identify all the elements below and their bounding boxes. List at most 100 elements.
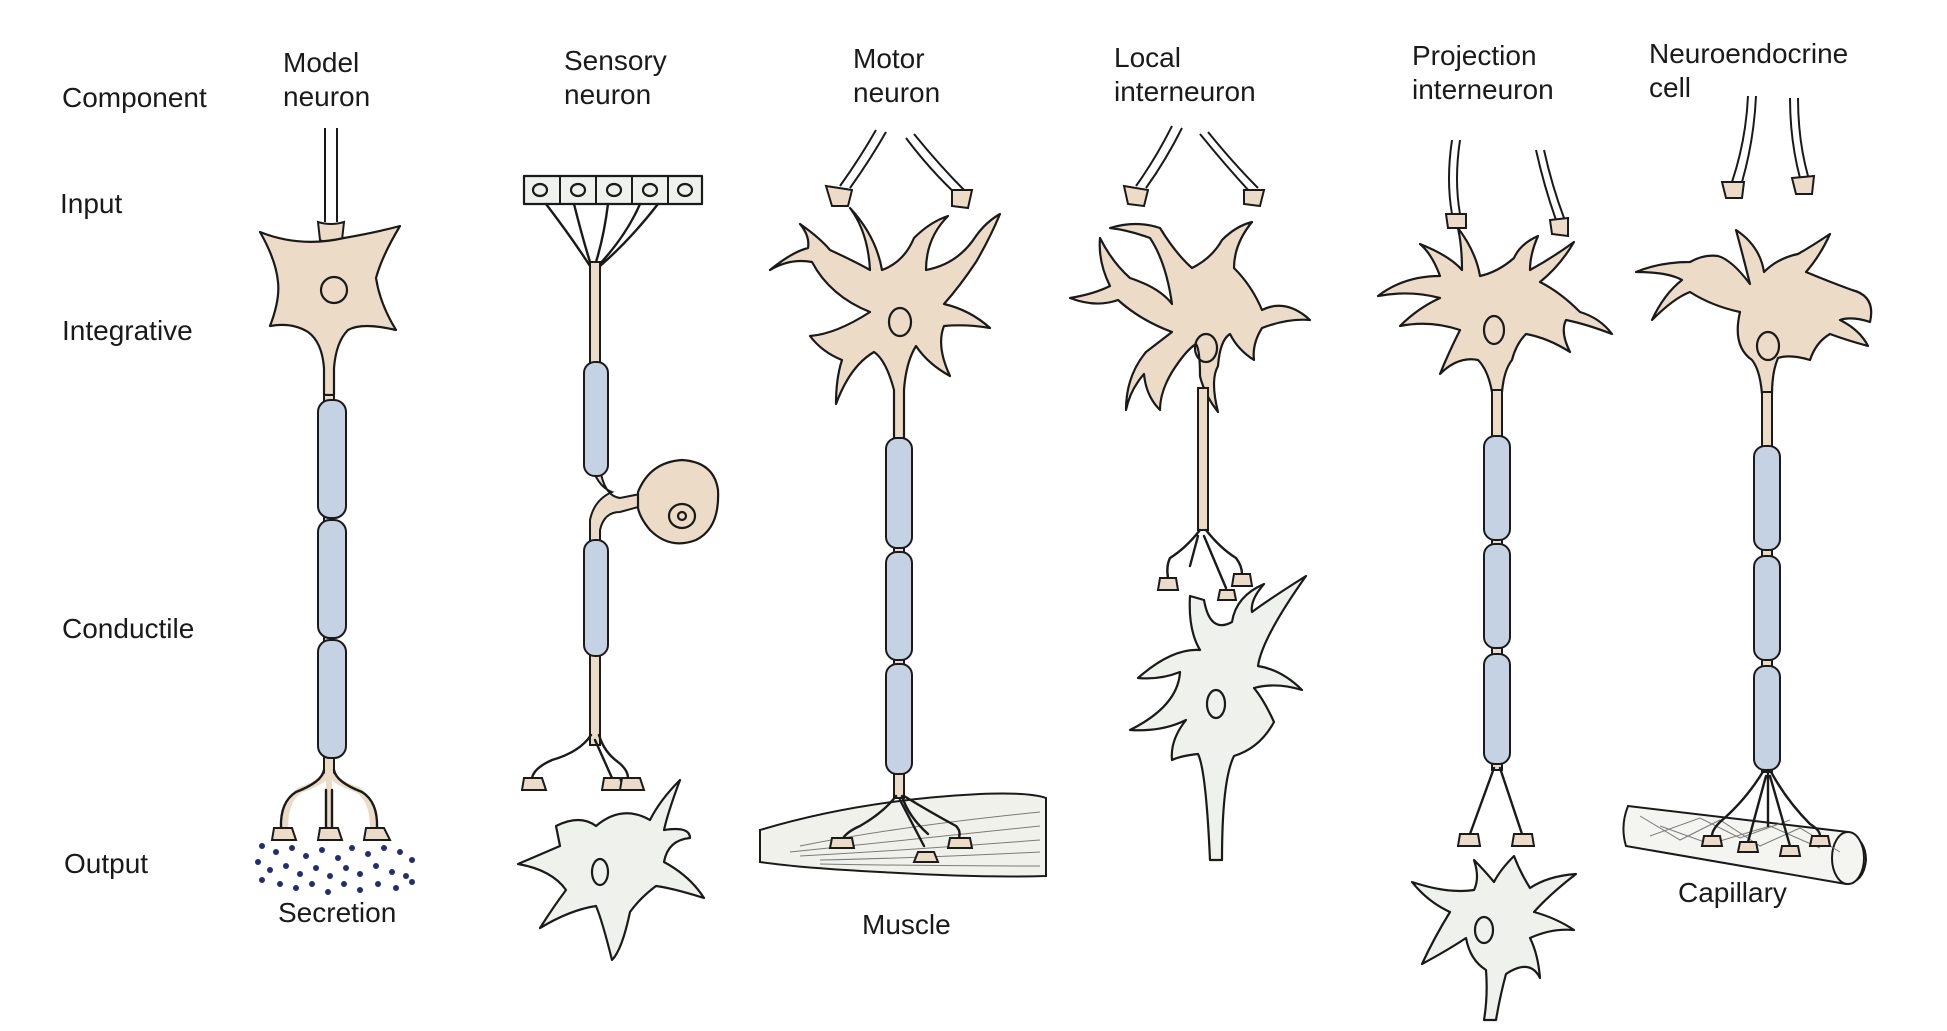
- secretion-dots: [255, 843, 415, 895]
- sensory-myelin-segment: [583, 361, 609, 477]
- column-header-projection-line1: Projection: [1412, 40, 1537, 71]
- neuroendocrine-input-terminal: [1720, 181, 1746, 199]
- projection-myelin-segment: [1483, 653, 1511, 765]
- neuroendocrine-terminal: [1808, 835, 1832, 847]
- output-label-muscle: Muscle: [862, 909, 951, 940]
- model-input-fiber: [324, 128, 338, 222]
- output-label-secretion: Secretion: [278, 897, 396, 928]
- motor-input-terminal: [951, 189, 974, 210]
- neuroendocrine-nucleus: [1755, 330, 1781, 362]
- column-header-sensory-line1: Sensory: [564, 45, 667, 76]
- sensory-receptor-epithelium: [522, 174, 704, 206]
- projection-input-terminal: [1444, 213, 1467, 229]
- sensory-terminal: [520, 777, 548, 791]
- sensory-axon-branches: [530, 733, 630, 780]
- column-header-model-line2: neuron: [283, 81, 370, 112]
- local-interneuron: [1068, 125, 1312, 862]
- model-neuron: Secretion: [255, 128, 415, 928]
- sensory-terminal: [618, 777, 646, 791]
- neuroendocrine-cell-body: [1634, 228, 1873, 396]
- column-header-motor-line2: neuron: [853, 77, 940, 108]
- column-header-sensory-line2: neuron: [564, 79, 651, 110]
- projection-target-nucleus: [1473, 915, 1495, 945]
- column-header-model-line1: Model: [283, 47, 359, 78]
- row-label-input: Input: [60, 188, 122, 219]
- sensory-target-neuron: [516, 778, 706, 962]
- projection-myelin-segment: [1483, 543, 1511, 649]
- column-header-motor-line1: Motor: [853, 43, 925, 74]
- sensory-myelin-segment: [583, 539, 609, 657]
- local-terminal: [1216, 589, 1238, 601]
- projection-myelin-segment: [1483, 435, 1511, 541]
- motor-neuron: Muscle: [759, 129, 1047, 940]
- model-axon-branches: [282, 767, 376, 831]
- motor-nucleus: [887, 306, 913, 338]
- neuroendocrine-input-terminal: [1790, 174, 1816, 195]
- sensory-cell-body: [636, 458, 720, 545]
- projection-nucleus: [1482, 314, 1506, 346]
- neuroendocrine-myelin-segment: [1753, 555, 1781, 661]
- sensory-axon: [589, 261, 644, 746]
- model-terminal: [270, 827, 298, 841]
- projection-axon-branches: [1468, 766, 1524, 836]
- column-header-neuroendocrine-line2: cell: [1649, 72, 1691, 103]
- local-target-nucleus: [1205, 688, 1227, 720]
- row-label-output: Output: [64, 848, 148, 879]
- sensory-neuron: [516, 174, 720, 962]
- local-cell-body: [1068, 220, 1312, 414]
- row-label-integrative: Integrative: [62, 315, 193, 346]
- neuroendocrine-axon-branches: [1710, 768, 1822, 848]
- motor-input-terminal: [824, 184, 854, 207]
- projection-input-terminal: [1548, 216, 1569, 238]
- local-axon-branches: [1166, 528, 1244, 590]
- projection-cell-body: [1376, 226, 1614, 394]
- motor-input-fibers: [839, 129, 967, 197]
- neuroendocrine-terminal: [1736, 841, 1760, 853]
- sensory-dendrite-endings: [544, 202, 660, 268]
- motor-myelin-segment: [885, 551, 913, 661]
- motor-cell-body: [768, 206, 1002, 442]
- local-input-fibers: [1135, 125, 1259, 193]
- sensory-target-nucleus: [590, 857, 610, 887]
- sensory-nucleus: [667, 502, 697, 530]
- model-myelin-segment: [317, 639, 347, 759]
- local-terminal: [1230, 573, 1254, 587]
- column-header-local-line1: Local: [1114, 42, 1181, 73]
- local-input-terminal: [1122, 184, 1150, 208]
- projection-input-fibers: [1448, 139, 1565, 221]
- muscle: [759, 792, 1047, 878]
- model-myelin-segment: [317, 519, 347, 639]
- neuroendocrine-myelin-segment: [1753, 665, 1781, 771]
- motor-myelin-segment: [885, 437, 913, 549]
- local-axon: [1197, 387, 1209, 531]
- model-nucleus: [319, 275, 349, 305]
- row-label-component: Component: [62, 82, 207, 113]
- column-header-local-line2: interneuron: [1114, 76, 1256, 107]
- projection-terminal: [1456, 833, 1482, 847]
- column-header-projection-line2: interneuron: [1412, 74, 1554, 105]
- neuroendocrine-input-fibers: [1731, 95, 1809, 183]
- projection-target-neuron: [1410, 854, 1578, 1022]
- neuroendocrine-terminal: [1778, 845, 1802, 857]
- local-input-terminal: [1243, 189, 1266, 208]
- neuroendocrine-terminal: [1700, 835, 1724, 847]
- column-header-neuroendocrine-line1: Neuroendocrine: [1649, 38, 1848, 69]
- model-terminal: [362, 827, 392, 841]
- motor-axon-branches: [840, 794, 961, 848]
- neuroendocrine-myelin-segment: [1753, 445, 1781, 551]
- motor-myelin-segment: [885, 663, 913, 775]
- motor-terminal: [946, 837, 974, 849]
- model-cell-body: [258, 224, 402, 397]
- motor-terminal: [912, 851, 940, 863]
- neuroendocrine-cell: Capillary: [1622, 95, 1873, 908]
- motor-terminal: [828, 837, 856, 849]
- model-axon-branch-outline: [279, 768, 379, 830]
- model-myelin-segment: [317, 399, 347, 519]
- output-label-capillary: Capillary: [1678, 877, 1787, 908]
- projection-interneuron: [1376, 139, 1614, 1022]
- row-label-conductile: Conductile: [62, 613, 194, 644]
- projection-terminal: [1510, 833, 1536, 847]
- local-nucleus: [1193, 332, 1219, 364]
- model-terminal: [316, 827, 344, 841]
